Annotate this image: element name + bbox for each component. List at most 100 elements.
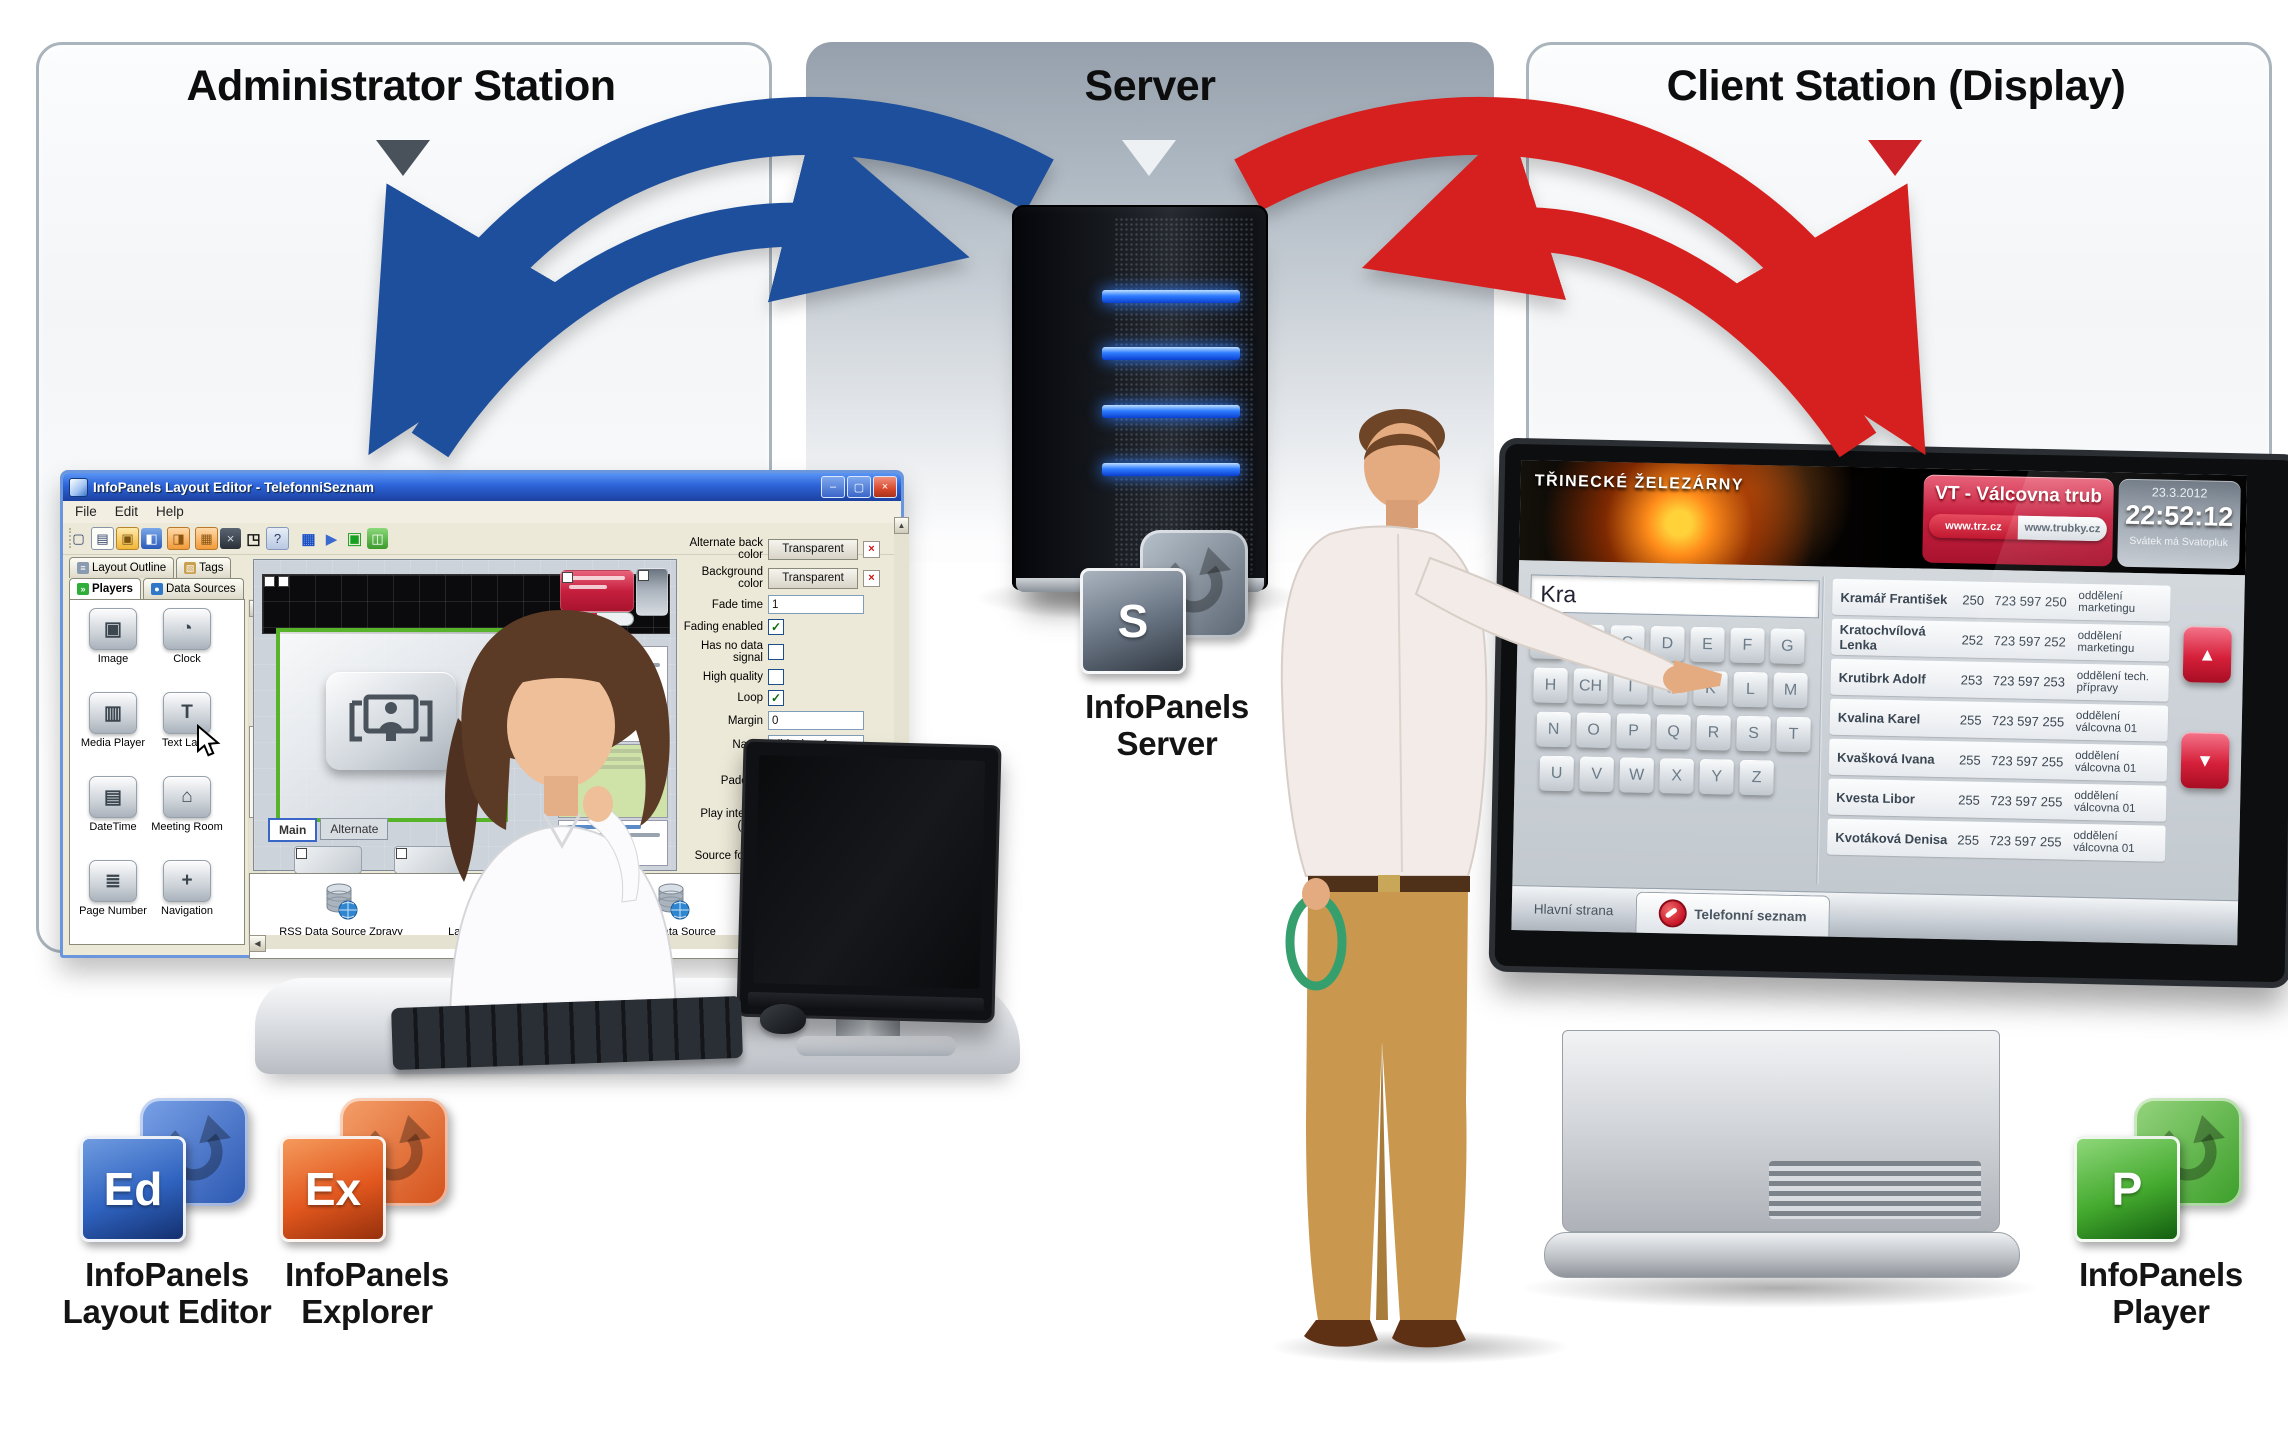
selection-handle[interactable] bbox=[264, 576, 275, 587]
directory-row[interactable]: Kvesta Libor 255 723 597 255 oddělení vá… bbox=[1827, 778, 2167, 822]
person-name: Kramář František bbox=[1840, 589, 1948, 607]
background-color-button[interactable]: Transparent bbox=[768, 567, 858, 589]
keyboard-key[interactable]: F bbox=[1730, 627, 1765, 664]
clear-icon[interactable]: × bbox=[863, 569, 880, 587]
url-button-trubky[interactable]: www.trubky.cz bbox=[2017, 515, 2108, 542]
menu-item[interactable]: Help bbox=[156, 504, 184, 519]
palette-item[interactable]: ▥ Media Player bbox=[76, 690, 150, 774]
canvas-tab-alternate[interactable]: Alternate bbox=[320, 818, 389, 840]
department: oddělení válcovna 01 bbox=[2073, 829, 2135, 856]
toolbar-icon[interactable]: ▣ bbox=[116, 527, 139, 550]
product-badge: P bbox=[2074, 1136, 2180, 1242]
palette-item-icon: ≣ bbox=[89, 860, 137, 902]
menu-item[interactable]: Edit bbox=[114, 504, 139, 519]
has-no-data-signal-checkbox[interactable] bbox=[768, 644, 784, 661]
palette-item-label: DateTime bbox=[89, 821, 137, 833]
database-icon bbox=[326, 883, 358, 920]
selection-handle[interactable] bbox=[396, 848, 407, 859]
editor-titlebar[interactable]: InfoPanels Layout Editor - TelefonniSezn… bbox=[63, 473, 901, 501]
media-placeholder bbox=[326, 672, 456, 770]
department: oddělení tech. přípravy bbox=[2076, 669, 2150, 695]
margin-field[interactable]: 0 bbox=[768, 711, 864, 731]
toolbar-icon[interactable]: ▢ bbox=[72, 530, 85, 546]
keyboard-key[interactable]: M bbox=[1773, 672, 1808, 709]
tab-tags[interactable]: ▧ Tags bbox=[176, 557, 232, 578]
phone-directory-list: Kramář František 250 723 597 250 oddělen… bbox=[1827, 578, 2171, 866]
chevron-down-icon bbox=[1122, 140, 1176, 176]
toolbar-icon[interactable]: ◳ bbox=[246, 530, 261, 548]
data-source-item[interactable]: RSS Data Source Zpravy bbox=[266, 882, 416, 938]
directory-row[interactable]: Kramář František 250 723 597 250 oddělen… bbox=[1832, 578, 2171, 622]
palette-item[interactable]: ⌂ Meeting Room bbox=[150, 774, 224, 858]
palette-item-label: Media Player bbox=[80, 737, 146, 749]
player-palette: ▣ Image ◔ Clock ▥ Media Player T Text La… bbox=[69, 599, 245, 945]
loop-checkbox[interactable]: ✓ bbox=[768, 690, 784, 707]
scroll-down-button[interactable]: ▼ bbox=[2180, 732, 2230, 790]
clear-icon[interactable]: × bbox=[863, 540, 880, 558]
phone-number: 723 597 253 bbox=[1992, 672, 2066, 690]
tab-layout-outline[interactable]: ≡ Layout Outline bbox=[69, 557, 175, 578]
tab-players[interactable]: » Players bbox=[69, 578, 141, 599]
directory-row[interactable]: Krutibrk Adolf 253 723 597 253 oddělení … bbox=[1830, 658, 2170, 702]
directory-row[interactable]: Kvašková Ivana 255 723 597 255 oddělení … bbox=[1828, 738, 2168, 782]
product-server: S InfoPanels Server bbox=[1022, 530, 1312, 770]
scroll-up-button[interactable]: ▲ bbox=[2182, 626, 2232, 684]
palette-item[interactable]: ▤ DateTime bbox=[76, 774, 150, 858]
keyboard-key[interactable]: S bbox=[1736, 715, 1771, 752]
fade-time-field[interactable]: 1 bbox=[768, 595, 864, 615]
toolbar-icon[interactable]: ◧ bbox=[141, 528, 162, 549]
desk-keyboard bbox=[391, 995, 743, 1071]
phone-number: 723 597 250 bbox=[1994, 592, 2067, 610]
maximize-button[interactable]: ▢ bbox=[847, 476, 871, 498]
menu-item[interactable]: File bbox=[75, 504, 97, 519]
keyboard-key[interactable]: T bbox=[1776, 716, 1811, 753]
toolbar-icon[interactable]: ▦ bbox=[195, 527, 218, 550]
selection-handle[interactable] bbox=[296, 848, 307, 859]
close-button[interactable]: × bbox=[873, 476, 897, 498]
palette-item[interactable]: ◔ Clock bbox=[150, 606, 224, 690]
scroll-left-icon[interactable]: ◀ bbox=[249, 935, 266, 952]
menu-bar: File Edit Help bbox=[63, 501, 901, 524]
toolbar-icon[interactable]: ? bbox=[266, 527, 289, 550]
toolbar-icon[interactable]: × bbox=[220, 528, 241, 549]
palette-item-label: Meeting Room bbox=[151, 821, 223, 833]
selection-handle[interactable] bbox=[562, 572, 573, 583]
palette-item[interactable]: + Navigation bbox=[150, 858, 224, 942]
palette-item[interactable]: ≣ Page Number bbox=[76, 858, 150, 942]
directory-row[interactable]: Kvalina Karel 255 723 597 255 oddělení v… bbox=[1829, 698, 2169, 742]
phone-number: 723 597 255 bbox=[1990, 752, 2064, 770]
toolbar-icon[interactable]: ▦ bbox=[301, 530, 316, 548]
tab-data-sources[interactable]: ● Data Sources bbox=[142, 578, 244, 599]
fading-enabled-checkbox[interactable]: ✓ bbox=[768, 619, 784, 636]
selected-slideshow-region[interactable] bbox=[276, 628, 508, 822]
product-badge: S bbox=[1080, 568, 1186, 674]
product-layout-editor: Ed InfoPanels Layout Editor bbox=[22, 1098, 312, 1338]
selection-handle[interactable] bbox=[638, 570, 649, 581]
mouse-cursor-icon bbox=[197, 724, 221, 757]
selection-handle[interactable] bbox=[278, 576, 289, 587]
phone-number: 723 597 255 bbox=[1990, 792, 2063, 810]
alternate-back-color-button[interactable]: Transparent bbox=[768, 538, 858, 560]
extension: 253 bbox=[1960, 671, 1983, 688]
canvas-tab-main[interactable]: Main bbox=[268, 818, 318, 842]
toolbar-icon[interactable]: ◫ bbox=[367, 528, 388, 549]
product-label: InfoPanels Layout Editor bbox=[62, 1256, 272, 1331]
minimize-button[interactable]: – bbox=[821, 476, 845, 498]
stand-grille bbox=[1769, 1161, 1981, 1219]
palette-item-label: Clock bbox=[173, 653, 201, 665]
url-button-trz[interactable]: www.trz.cz bbox=[1928, 513, 2019, 540]
keyboard-key[interactable]: Z bbox=[1739, 759, 1774, 796]
toolbar-icon[interactable]: ▤ bbox=[91, 527, 114, 550]
palette-item[interactable]: T Text Label bbox=[150, 690, 224, 774]
toolbar-icon[interactable]: ▶ bbox=[325, 530, 338, 548]
palette-item[interactable]: ▣ Image bbox=[76, 606, 150, 690]
scroll-up-icon[interactable]: ▲ bbox=[894, 517, 909, 534]
keyboard-key[interactable]: L bbox=[1733, 671, 1768, 708]
directory-row[interactable]: Kratochvílová Lenka 252 723 597 252 oddě… bbox=[1831, 618, 2170, 662]
keyboard-key[interactable]: G bbox=[1770, 628, 1805, 665]
directory-row[interactable]: Kvotáková Denisa 255 723 597 255 oddělen… bbox=[1827, 818, 2166, 862]
toolbar-icon[interactable]: ◨ bbox=[167, 527, 190, 550]
toolbar-icon[interactable]: ▣ bbox=[346, 528, 363, 548]
high-quality-checkbox[interactable] bbox=[768, 669, 784, 686]
